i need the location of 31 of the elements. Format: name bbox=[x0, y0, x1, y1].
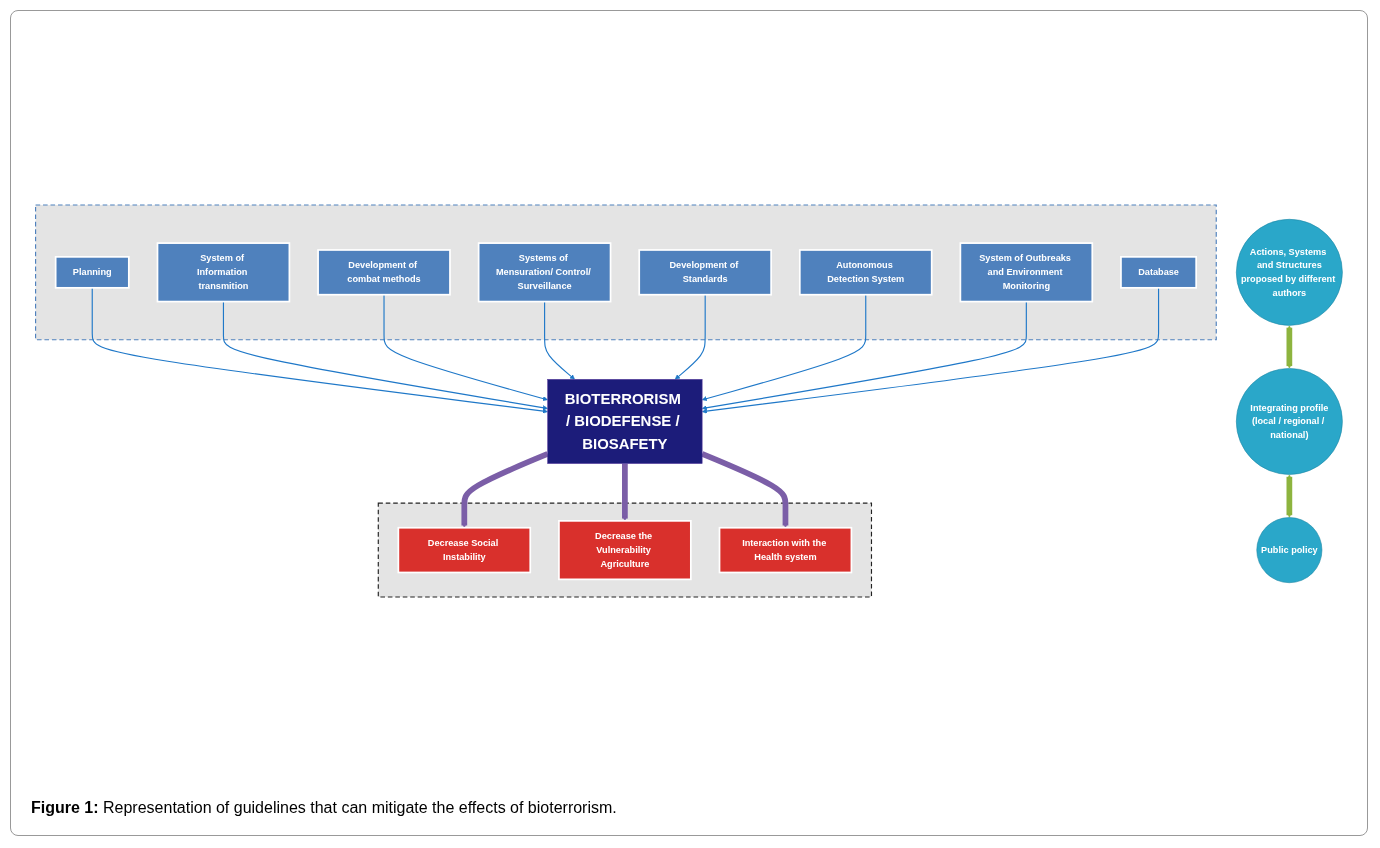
arrow bbox=[1286, 474, 1293, 518]
figure-caption: Figure 1: Representation of guidelines that can mitigate the effects of bioterrorism. bbox=[31, 799, 617, 817]
node-box: System of Information transmition bbox=[156, 242, 291, 303]
arrow bbox=[701, 287, 1160, 414]
node-box: Database bbox=[1120, 256, 1198, 289]
arrow bbox=[622, 463, 628, 522]
arrow bbox=[91, 287, 548, 414]
arrow bbox=[701, 294, 867, 402]
node-box: Decrease the Vulnerability Agriculture bbox=[558, 520, 692, 581]
arrow bbox=[1286, 325, 1293, 369]
arrow bbox=[222, 301, 548, 411]
node-box: Interaction with the Health system bbox=[718, 526, 853, 574]
node-box: Systems of Mensuration/ Control/ Surveillance bbox=[477, 242, 612, 303]
node-box: Autonomous Detection System bbox=[798, 249, 933, 296]
cluster bbox=[377, 502, 873, 598]
node-box: Development of combat methods bbox=[317, 249, 451, 296]
arrow bbox=[461, 451, 549, 528]
arrow bbox=[544, 301, 575, 380]
node-circle: Integrating profile (local / regional / national) bbox=[1236, 368, 1343, 475]
node-box: Planning bbox=[54, 256, 130, 289]
node-box: BIOTERRORISM / BIODEFENSE / BIOSAFETY bbox=[547, 379, 703, 464]
arrow bbox=[674, 294, 706, 380]
arrow bbox=[701, 301, 1027, 411]
arrow bbox=[701, 451, 789, 528]
cluster bbox=[35, 204, 1217, 341]
node-box: Development of Standards bbox=[638, 249, 772, 296]
arrow bbox=[383, 294, 548, 402]
node-box: System of Outbreaks and Environment Monitoring bbox=[959, 242, 1094, 303]
node-circle: Public policy bbox=[1256, 517, 1323, 583]
node-box: Decrease Social Instability bbox=[397, 526, 532, 574]
node-circle: Actions, Systems and Structures proposed by different authors bbox=[1236, 219, 1343, 326]
